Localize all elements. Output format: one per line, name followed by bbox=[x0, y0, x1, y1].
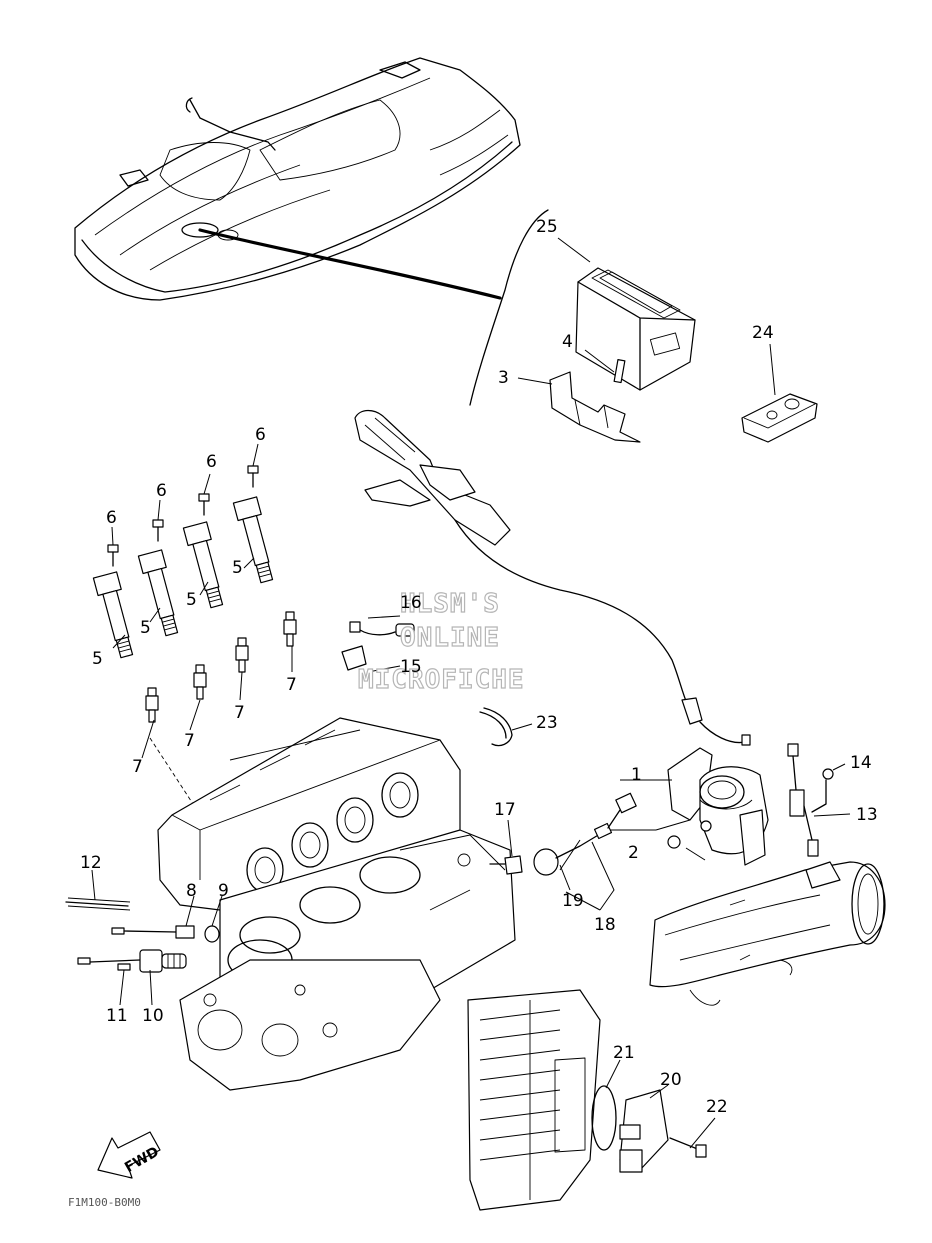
callout-6c: 6 bbox=[206, 452, 217, 472]
forward-arrow-icon bbox=[97, 1131, 161, 1179]
detail-bracket bbox=[469, 209, 549, 406]
ignition-coils bbox=[92, 496, 274, 659]
callout-8: 8 bbox=[186, 881, 197, 901]
callout-7a: 7 bbox=[132, 757, 143, 777]
callout-7c: 7 bbox=[234, 703, 245, 723]
ecu-assembly bbox=[467, 989, 716, 1211]
callout-25: 25 bbox=[536, 217, 558, 237]
callout-23: 23 bbox=[536, 713, 558, 733]
sensor-13-14 bbox=[787, 743, 851, 857]
callout-6a: 6 bbox=[106, 508, 117, 528]
callout-16: 16 bbox=[400, 593, 422, 613]
callout-3: 3 bbox=[498, 368, 509, 388]
callout-17: 17 bbox=[494, 800, 516, 820]
watercraft-illustration bbox=[74, 57, 521, 301]
engine-block bbox=[157, 717, 516, 1091]
detail-pointer bbox=[198, 228, 502, 300]
throttle-sensor-assembly bbox=[600, 747, 769, 866]
callout-5a: 5 bbox=[92, 649, 103, 669]
watermark-line-2: ONLINE bbox=[400, 623, 500, 653]
callout-7b: 7 bbox=[184, 731, 195, 751]
callout-9: 9 bbox=[218, 881, 229, 901]
callout-13: 13 bbox=[856, 805, 878, 825]
callout-5d: 5 bbox=[232, 558, 243, 578]
callout-11: 11 bbox=[106, 1006, 128, 1026]
clip-23 bbox=[479, 707, 533, 747]
callout-5b: 5 bbox=[140, 618, 151, 638]
callout-10: 10 bbox=[142, 1006, 164, 1026]
callout-20: 20 bbox=[660, 1070, 682, 1090]
remote-key bbox=[741, 343, 818, 443]
callout-19: 19 bbox=[562, 891, 584, 911]
sensors-17-18-19 bbox=[489, 792, 637, 911]
callout-5c: 5 bbox=[186, 590, 197, 610]
watermark-line-3: MICROFICHE bbox=[358, 665, 525, 695]
callout-24: 24 bbox=[752, 323, 774, 343]
watermark-line-1: HLSM'S bbox=[400, 589, 500, 619]
callout-22: 22 bbox=[706, 1097, 728, 1117]
callout-12: 12 bbox=[80, 853, 102, 873]
remote-receiver-assembly bbox=[517, 237, 696, 443]
exhaust-pipe bbox=[649, 861, 886, 1006]
callout-4: 4 bbox=[562, 332, 573, 352]
coil-bolts bbox=[107, 443, 259, 567]
sensor-15-16 bbox=[341, 615, 415, 673]
callout-6d: 6 bbox=[255, 425, 266, 445]
callout-6b: 6 bbox=[156, 481, 167, 501]
callout-7d: 7 bbox=[286, 675, 297, 695]
callout-18: 18 bbox=[594, 915, 616, 935]
callout-2: 2 bbox=[628, 843, 639, 863]
callout-14: 14 bbox=[850, 753, 872, 773]
callout-1: 1 bbox=[631, 765, 642, 785]
handlebar-assembly bbox=[354, 409, 751, 746]
footer-code: F1M100-B0M0 bbox=[68, 1196, 141, 1209]
sensors-8-12 bbox=[65, 869, 223, 1006]
callout-21: 21 bbox=[613, 1043, 635, 1063]
callout-15: 15 bbox=[400, 657, 422, 677]
